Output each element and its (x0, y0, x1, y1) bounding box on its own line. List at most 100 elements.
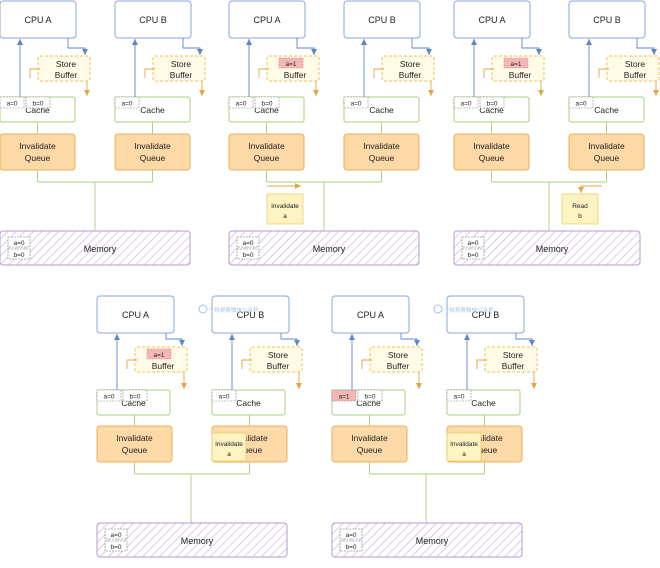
cache-cell-label: a=0 (218, 394, 229, 401)
queued-invalidate-box (446, 432, 482, 462)
cpu-label: CPU B (237, 310, 265, 320)
cache-cell-label: a=0 (6, 101, 17, 108)
cache-cell-label: b=0 (129, 394, 140, 401)
queue-box (114, 133, 191, 171)
queue-label-1: Invalidate (466, 433, 503, 443)
cache-label: Cache (369, 105, 394, 115)
store-buffer-label: Buffer (399, 70, 422, 80)
cpu-unit: CPU A (453, 0, 531, 39)
queue-label-1: Invalidate (19, 141, 56, 151)
store-buffer-forward (373, 68, 384, 78)
cache-cell (211, 389, 237, 402)
store-buffer-forward (598, 68, 609, 78)
cache-cell (96, 389, 122, 402)
store-buffer-box (484, 346, 538, 373)
cache-label: Cache (25, 105, 50, 115)
memory-box (96, 522, 288, 558)
cpu-to-store-buffer (182, 38, 203, 55)
memory-cell-a (7, 236, 31, 248)
memory-cell-b (104, 540, 128, 552)
cpu-box (453, 0, 531, 39)
invalidate-message-var: a (283, 213, 287, 220)
queue-label-1: Invalidate (351, 433, 388, 443)
cache-cell-label: a=1 (338, 394, 349, 401)
memory-cell-a (236, 236, 260, 248)
cpu-box (228, 0, 306, 39)
watermark-icon (198, 304, 208, 314)
queue-label-2: Queue (25, 153, 51, 163)
cache-label: Cache (471, 398, 496, 408)
store-buffer-label: Buffer (284, 70, 307, 80)
cpu-to-store-buffer (296, 38, 317, 55)
memory-cell-b-label: b=0 (242, 252, 253, 259)
store-buffer-box (152, 55, 206, 82)
store-buffer-box (369, 346, 423, 373)
memory-label: Memory (84, 244, 117, 254)
memory-cell-b-label: b=0 (13, 252, 24, 259)
cpu-unit: CPU B (211, 295, 290, 334)
memory-label: Memory (313, 244, 346, 254)
cpu-box (0, 0, 77, 39)
cpu-label: CPU A (24, 15, 51, 25)
memory-cell-a-label: a=0 (242, 240, 253, 247)
queue-box (331, 425, 408, 463)
watermark: 千秋观察微信公众号 (433, 304, 494, 314)
memory-cell-b (339, 540, 363, 552)
cpu-box (331, 295, 410, 334)
memory-cell-a (104, 528, 128, 540)
memory-cell-a-label: a=0 (110, 532, 121, 539)
queue-label-1: Invalidate (363, 141, 400, 151)
cache-cell (343, 96, 369, 109)
queue-label-1: Invalidate (588, 141, 625, 151)
cache-cell-label: a=0 (103, 394, 114, 401)
memory: a=0 b=0 Memory (228, 230, 420, 266)
queue-label-2: Queue (140, 153, 166, 163)
cpu-to-store-buffer (67, 38, 88, 55)
queued-invalidate-var: a (462, 451, 466, 458)
queue-box (0, 133, 76, 171)
store-buffer-label: Buffer (509, 70, 532, 80)
store-buffer-forward (361, 359, 372, 369)
store-buffer-forward (126, 359, 137, 369)
cache-label: Cache (594, 105, 619, 115)
store-buffer-box (249, 346, 303, 373)
queued-invalidate-label: Invalidate (215, 441, 243, 448)
a1-entry-label: a=1 (153, 352, 164, 359)
memory-cell-b (7, 248, 31, 260)
memory-label: Memory (536, 244, 569, 254)
invalidate-message-label: Invalidate (271, 203, 299, 210)
cpu-box (343, 0, 421, 39)
cpu-unit: CPU B (343, 0, 421, 39)
cache-cell (25, 96, 51, 109)
cpu-label: CPU B (139, 15, 167, 25)
cache-cell-label: a=0 (121, 101, 132, 108)
store-buffer-label: Buffer (152, 361, 175, 371)
cpu-unit: CPU B (568, 0, 646, 39)
cache-cell-label: b=0 (364, 394, 375, 401)
cache-cell (0, 96, 25, 109)
memory-label: Memory (416, 536, 449, 546)
store-buffer-box (37, 55, 91, 82)
memory-box (0, 230, 191, 266)
queue-label-2: Queue (479, 153, 505, 163)
cpu-to-store-buffer (400, 333, 420, 346)
read-arrow (578, 185, 602, 193)
